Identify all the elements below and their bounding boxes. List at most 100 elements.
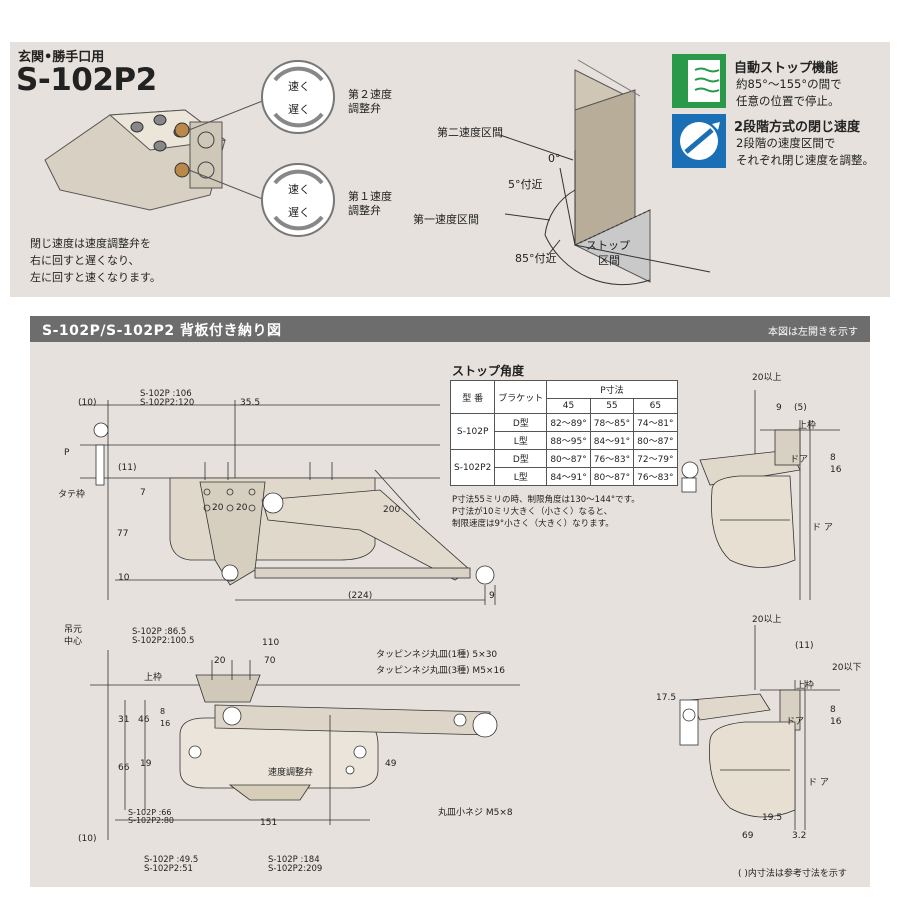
side-lower-20up: 20以上 <box>752 614 781 625</box>
closer-illustration <box>44 109 227 211</box>
side-upper-16: 16 <box>830 465 842 475</box>
cell-value: 76〜83° <box>633 467 678 486</box>
screw1-label: タッピンネジ丸皿(1種) 5×30 <box>376 648 497 660</box>
valve2-name-2: 調整弁 <box>348 101 381 115</box>
table-header-row: 型 番 ブラケット P寸法 <box>449 380 678 414</box>
stop-zone-label-1: ストップ <box>586 239 630 252</box>
zone1-label: 第一速度区間 <box>413 212 479 226</box>
yoshimoto-2: 中心 <box>64 635 82 647</box>
side-lower-door: ドア <box>786 717 804 727</box>
cell-value: 72〜79° <box>633 449 678 468</box>
stop-table-title: ストップ角度 <box>452 364 525 378</box>
stop-angle-table: 型 番 ブラケット P寸法 45 55 65 S-102P D型 82〜89° … <box>449 380 678 486</box>
dim-49: 49 <box>385 759 397 769</box>
feature-2-desc-1: 2段階の速度区間で <box>736 136 836 150</box>
product-subtitle: 玄関•勝手口用 <box>18 50 105 65</box>
col-p65: 65 <box>633 398 678 414</box>
yoshimoto-1: 吊元 <box>64 624 82 635</box>
screw2-label: タッピンネジ丸皿(3種) M5×16 <box>376 664 505 676</box>
cell-bracket: D型 <box>494 413 548 432</box>
side-upper-5: (5) <box>794 403 807 413</box>
dim-31: 31 <box>118 715 129 725</box>
dim-10: (10) <box>78 398 96 408</box>
side-lower-uwawaku: 上枠 <box>796 679 814 691</box>
valve1-name-2: 調整弁 <box>348 203 381 217</box>
cell-bracket: L型 <box>494 431 548 450</box>
angle85-label: 85°付近 <box>515 252 557 265</box>
cell-bracket: D型 <box>494 449 548 468</box>
col-bracket: ブラケット <box>494 380 548 414</box>
dim-7: 7 <box>140 488 146 498</box>
cell-model: S-102P2 <box>449 449 496 486</box>
dim-p66: S-102P :66 <box>128 808 171 817</box>
stop-zone-label-2: 区間 <box>598 254 620 267</box>
valve2-slow-label: 遅く <box>288 103 310 116</box>
valve2-dial <box>188 60 335 134</box>
upper-plan-drawing <box>80 400 496 605</box>
dim-20: 20 <box>214 656 226 666</box>
col-p45: 45 <box>546 398 591 414</box>
dim-77: 77 <box>117 529 128 539</box>
dim-p2-209: S-102P2:209 <box>268 864 322 874</box>
table-row: S-102P2 D型 80〜87° 76〜83° 72〜79° <box>449 449 678 486</box>
dim-p2-80: S-102P2:80 <box>128 816 174 825</box>
dim-p106: S-102P :106 <box>140 389 192 399</box>
cell-value: 80〜87° <box>633 431 678 450</box>
cell-bracket: L型 <box>494 467 548 486</box>
table-row: L型 88〜95° 84〜91° 80〜87° <box>451 431 678 450</box>
feature-2-desc-2: それぞれ閉じ速度を調整。 <box>736 153 874 167</box>
angle5-label: 5°付近 <box>508 178 543 191</box>
side-upper-uwawaku: 上枠 <box>798 419 816 431</box>
col-p55: 55 <box>589 398 635 414</box>
instruction-line-1: 閉じ速度は速度調整弁を <box>30 236 151 250</box>
door-stop-icon <box>672 54 726 108</box>
dim-110: 110 <box>262 638 279 648</box>
instruction-line-2: 右に回すと遅くなり、 <box>30 253 140 267</box>
footnote: ( )内寸法は参考寸法を示す <box>738 869 847 879</box>
feature-1-desc-1: 約85°〜155°の間で <box>736 77 842 91</box>
speed-dial-icon <box>672 114 726 168</box>
cell-model: S-102P <box>449 413 496 450</box>
valve1-name-1: 第１速度 <box>348 189 392 203</box>
product-model: S-102P2 <box>16 62 157 98</box>
valve-label: 速度調整弁 <box>268 766 313 778</box>
dim-p2-51: S-102P2:51 <box>144 864 193 874</box>
dim-11: (11) <box>118 463 136 473</box>
cell-value: 80〜87° <box>589 467 635 486</box>
side-lower-door2: ド ア <box>808 778 829 788</box>
angle0-label: 0° <box>548 152 561 165</box>
dim-151: 151 <box>260 818 277 828</box>
dim-20b: 20 <box>236 503 248 513</box>
dim-66: 66 <box>118 763 130 773</box>
side-upper-9: 9 <box>776 403 782 413</box>
machine-screw-label: 丸皿小ネジ M5×8 <box>438 806 513 818</box>
side-upper-door2: ド ア <box>812 523 833 533</box>
feature-2-title: 2段階方式の閉じ速度 <box>734 120 861 135</box>
table-header-row: 45 55 65 <box>451 398 678 414</box>
col-model: 型 番 <box>449 380 496 414</box>
side-lower-175: 17.5 <box>656 693 676 703</box>
dim-10-lower: (10) <box>78 834 96 844</box>
note-line-3: 制限速度は9°小さく（大きく）なります。 <box>452 519 614 529</box>
cell-value: 74〜81° <box>633 413 678 432</box>
side-lower-20down: 20以下 <box>832 663 861 673</box>
dim-35: 35.5 <box>240 398 260 408</box>
feature-1-title: 自動ストップ機能 <box>734 61 839 76</box>
dim-20a: 20 <box>212 503 224 513</box>
lower-elevation-drawing <box>90 650 520 840</box>
note-line-1: P寸法55ミリの時、制限角度は130〜144°です。 <box>452 495 640 505</box>
dim-19: 19 <box>140 759 152 769</box>
valve1-fast-label: 速く <box>288 183 310 196</box>
valve2-name-1: 第２速度 <box>348 87 392 101</box>
dim-p184: S-102P :184 <box>268 855 320 865</box>
dim-70: 70 <box>264 656 276 666</box>
valve1-slow-label: 遅く <box>288 206 310 219</box>
cell-value: 76〜83° <box>589 449 635 468</box>
side-lower-195: 19.5 <box>762 813 782 823</box>
note-line-2: P寸法が10ミリ大きく（小さく）なると、 <box>452 507 613 517</box>
zone2-label: 第二速度区間 <box>437 125 503 139</box>
dim-p49: S-102P :49.5 <box>144 855 198 865</box>
side-upper-door: ドア <box>790 455 808 465</box>
side-lower-8: 8 <box>830 705 836 715</box>
